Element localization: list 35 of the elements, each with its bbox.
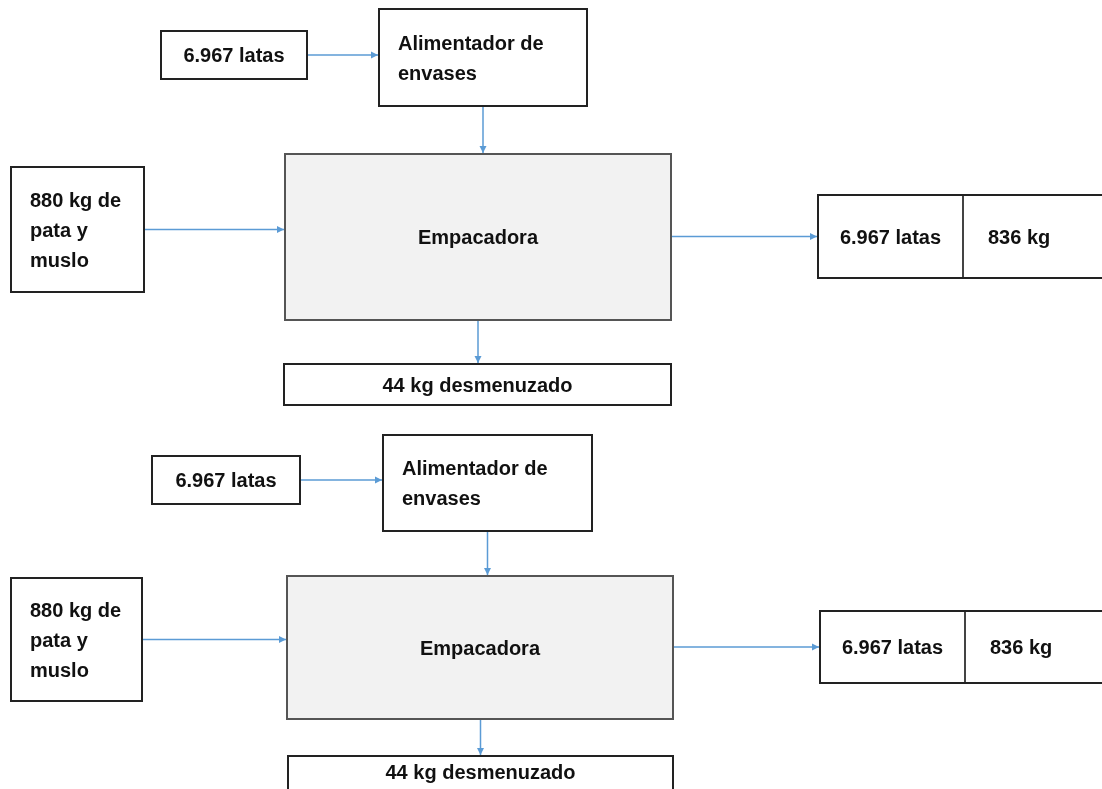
flow-box [10, 577, 143, 702]
arrow [671, 232, 818, 241]
arrow [142, 635, 287, 644]
arrow [479, 106, 487, 154]
arrow [300, 476, 383, 484]
node-label: Empacadora [419, 635, 541, 661]
flow-box [283, 363, 672, 406]
node-label: 880 kg de pata y muslo [30, 187, 123, 273]
arrow [673, 643, 820, 651]
table-cell-text: 836 kg [990, 635, 1053, 660]
process-box [286, 575, 674, 720]
arrow [476, 719, 485, 756]
node-label: 6.967 latas [183, 43, 285, 68]
arrow [144, 225, 285, 234]
table-cell-text: 6.967 latas [841, 635, 944, 660]
node-label: 44 kg desmenuzado [385, 760, 576, 785]
flow-box [160, 30, 308, 80]
table-cell-text: 836 kg [988, 224, 1051, 250]
arrow [474, 320, 482, 364]
table-cell-text: 6.967 latas [839, 224, 942, 250]
node-label: Empacadora [417, 225, 539, 250]
flow-box [10, 166, 145, 293]
flow-box [378, 8, 588, 107]
node-label: Alimentador de envases [398, 30, 545, 86]
node-label: 44 kg desmenuzado [382, 372, 573, 398]
output-table [819, 610, 1102, 684]
flow-box [382, 434, 593, 532]
process-box [284, 153, 672, 321]
node-label: Alimentador de envases [402, 456, 549, 511]
arrow [483, 531, 492, 576]
flow-box [151, 455, 301, 505]
node-label: 880 kg de pata y muslo [30, 597, 123, 683]
arrow [307, 51, 379, 59]
node-label: 6.967 latas [175, 468, 277, 493]
output-table [817, 194, 1102, 279]
